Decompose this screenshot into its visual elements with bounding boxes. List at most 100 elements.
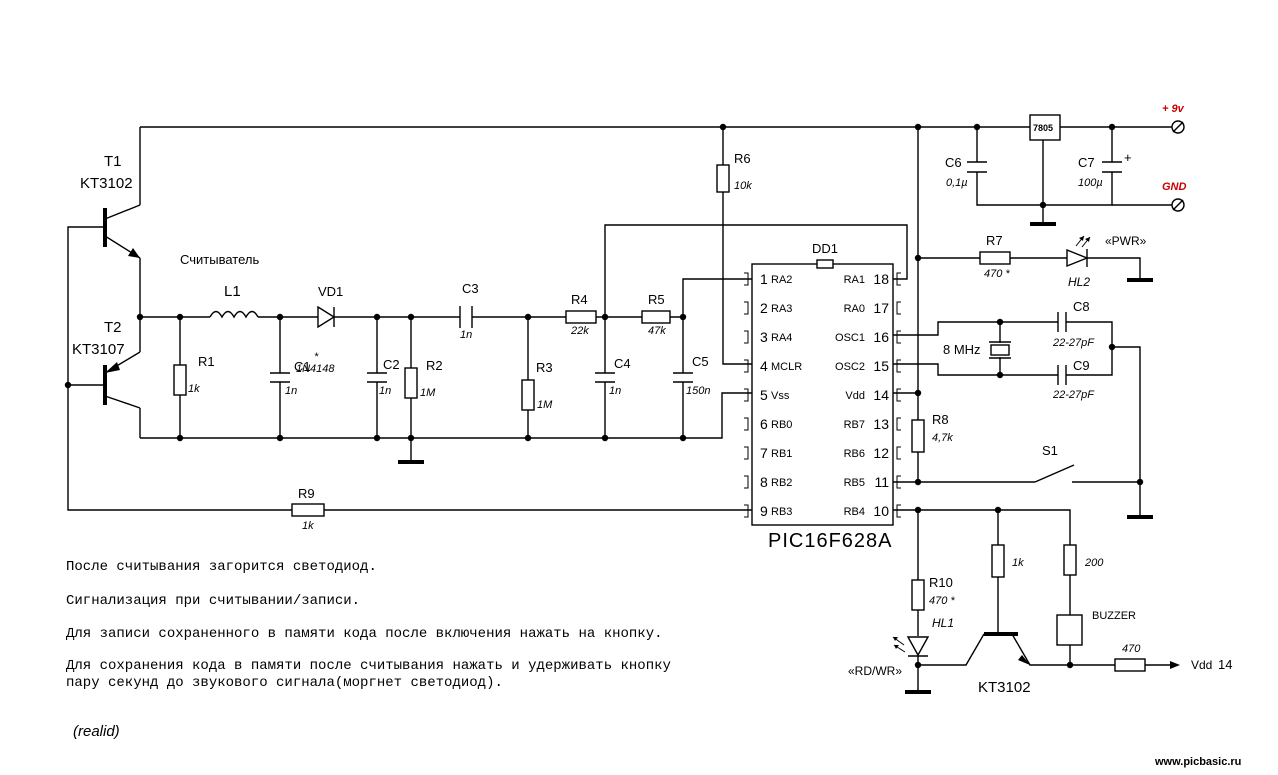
c9-value: 22-27pF [1052, 389, 1095, 401]
pin-name: RA0 [844, 303, 865, 315]
c3-ref: C3 [462, 281, 479, 296]
resistor-buzzer-200: 200 [1063, 544, 1104, 576]
c9-ref: C9 [1073, 358, 1090, 373]
hl2-ref: HL2 [1068, 275, 1090, 289]
pin-number: 4 [760, 358, 768, 374]
vdd-out-label: Vdd [1191, 658, 1212, 672]
r1-value: 1k [188, 383, 200, 395]
pin-name: Vdd [845, 390, 865, 402]
power-terminals: + 9v GND [1162, 103, 1187, 212]
capacitor-c8: C8 22-27pF [1052, 299, 1095, 349]
pin-bracket [744, 359, 749, 373]
resistor-r9: R9 1k [291, 486, 325, 532]
note-4: Для сохранения кода в памяти после считы… [66, 658, 671, 674]
c8-value: 22-27pF [1052, 337, 1095, 349]
pin-bracket [896, 504, 901, 518]
r7-value: 470 * [984, 268, 1010, 280]
led-hl2-pwr: HL2 «PWR» [1066, 234, 1147, 289]
c2-ref: C2 [383, 357, 400, 372]
junction-dots [64, 123, 1144, 669]
pin-name: RA2 [771, 274, 792, 286]
r10-value: 470 * [929, 595, 955, 607]
pin-number: 7 [760, 445, 768, 461]
t1-ref: T1 [104, 153, 122, 170]
c6-value: 0,1µ [946, 177, 968, 189]
pin-name: OSC2 [835, 361, 865, 373]
pin-number: 6 [760, 416, 768, 432]
regulator-part: 7805 [1033, 123, 1053, 133]
r4-value: 22k [570, 325, 589, 337]
t1-part: KT3102 [80, 175, 133, 192]
vd1-part: 1N4148 [296, 363, 335, 375]
pin-number: 5 [760, 387, 768, 403]
r6-ref: R6 [734, 151, 751, 166]
c5-value: 150n [686, 385, 710, 397]
site-watermark: www.picbasic.ru [1154, 756, 1241, 768]
note-5: пару секунд до звукового сигнала(моргнет… [66, 675, 503, 691]
hl2-tag: «PWR» [1105, 234, 1147, 248]
pin-number: 14 [873, 387, 889, 403]
c1-mark: * [314, 351, 319, 363]
resistor-out-470: 470 [1114, 643, 1146, 672]
pin-bracket [744, 272, 749, 286]
r3-ref: R3 [536, 360, 553, 375]
pin-bracket [744, 504, 749, 518]
resistor-r4: R4 22k [565, 292, 597, 337]
pin-number: 2 [760, 300, 768, 316]
rout-value: 470 [1122, 643, 1141, 655]
r2-ref: R2 [426, 358, 443, 373]
resistor-r6: R6 10k [716, 151, 752, 193]
resistor-r8: R8 4,7k [911, 412, 953, 453]
pin-bracket [744, 330, 749, 344]
pin-number: 11 [874, 474, 889, 490]
r8-value: 4,7k [932, 432, 953, 444]
pin-name: RA3 [771, 303, 792, 315]
pin-name: MCLR [771, 361, 802, 373]
transistor-t2: T2 KT3107 [72, 319, 141, 409]
note-2: Сигнализация при считывании/записи. [66, 593, 360, 609]
transistor-t1: T1 KT3102 [80, 153, 141, 259]
pin-number: 16 [873, 329, 889, 345]
hl1-tag: «RD/WR» [848, 664, 902, 678]
capacitor-c7: C7 + 100µ [1078, 150, 1132, 189]
resistor-r10: R10 470 * [911, 575, 955, 611]
c4-value: 1n [609, 385, 621, 397]
pin-name: RB0 [771, 419, 792, 431]
r7-ref: R7 [986, 233, 1003, 248]
c2-value: 1n [379, 385, 391, 397]
c4-ref: C4 [614, 356, 631, 371]
r1-ref: R1 [198, 354, 215, 369]
capacitor-c2: C2 1n [367, 357, 400, 397]
pin-name: RB2 [771, 477, 792, 489]
pin-number: 3 [760, 329, 768, 345]
c1-value: 1n [285, 385, 297, 397]
chip-part: PIC16F628A [768, 530, 893, 552]
pin-name: RB3 [771, 506, 792, 518]
pin-number: 1 [760, 271, 768, 287]
pin-bracket [896, 301, 901, 315]
pin-name: RB7 [844, 419, 865, 431]
pin-name: Vss [771, 390, 790, 402]
r9-value: 1k [302, 520, 314, 532]
buzzer-label: BUZZER [1092, 610, 1136, 622]
c5-ref: C5 [692, 354, 709, 369]
pin-number: 15 [873, 358, 889, 374]
pin-number: 9 [760, 503, 768, 519]
chip-ref: DD1 [812, 241, 838, 256]
pin-name: RB1 [771, 448, 792, 460]
pin-number: 12 [873, 445, 889, 461]
pin-bracket [896, 446, 901, 460]
r2-value: 1M [420, 387, 436, 399]
t2-part: KT3107 [72, 341, 125, 358]
capacitor-c3: C3 1n [459, 281, 479, 341]
pin-bracket [896, 359, 901, 373]
pin-bracket [744, 417, 749, 431]
capacitor-c1: C1 * 1n [270, 351, 319, 397]
pin-name: RB6 [844, 448, 865, 460]
capacitor-c4: C4 1n [595, 356, 631, 397]
vd1-ref: VD1 [318, 284, 343, 299]
pin-number: 13 [873, 416, 889, 432]
note-3: Для записи сохраненного в памяти кода по… [66, 626, 663, 642]
